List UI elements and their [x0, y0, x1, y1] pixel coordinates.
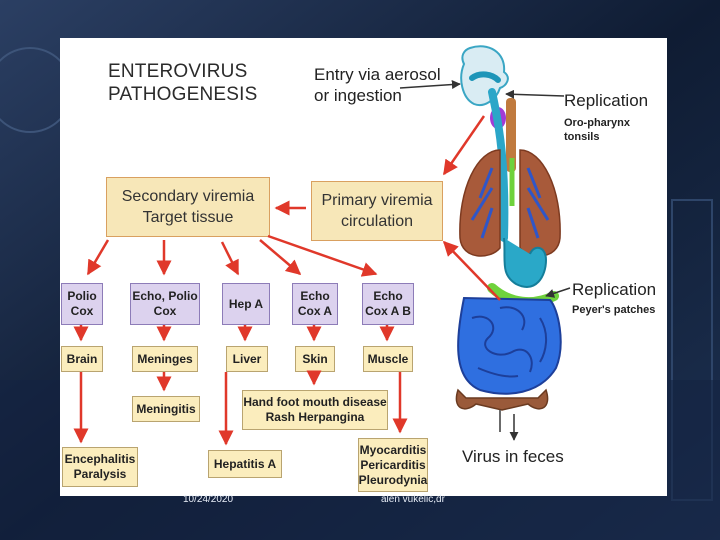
- page-title: ENTEROVIRUS PATHOGENESIS: [108, 61, 258, 105]
- trachea-icon: [506, 98, 516, 172]
- replication-mid-arrow: [545, 287, 571, 298]
- intestines-icon: [457, 296, 562, 395]
- replication-top-arrow: [505, 89, 565, 99]
- head-icon: [460, 45, 509, 106]
- esophagus-icon: [488, 88, 509, 242]
- replication-top-label: Replication: [564, 91, 649, 110]
- virus-box-echo-cox-a: Echo Cox A: [292, 283, 338, 325]
- tissue-box-meninges: Meninges: [132, 346, 198, 372]
- stomach-icon: [503, 237, 548, 288]
- disease-box-meningitis: Meningitis: [132, 396, 200, 422]
- virus-box-echo-cox-ab: Echo Cox A B: [362, 283, 414, 325]
- replication-mid-sub: Peyer's patches: [572, 304, 656, 316]
- replication-mid-label: Replication: [572, 280, 657, 299]
- flow-arrows: [73, 115, 501, 446]
- virus-box-hep-a: Hep A: [222, 283, 270, 325]
- disease-box-hfmd: Hand foot mouth disease Rash Herpangina: [242, 390, 388, 430]
- virus-box-polio-cox: Polio Cox: [61, 283, 103, 325]
- secondary-viremia-box: Secondary viremia Target tissue: [106, 177, 270, 237]
- primary-viremia-box: Primary viremia circulation: [311, 181, 443, 241]
- anatomy-illustration: [73, 45, 571, 446]
- disease-box-encephalitis: Encephalitis Paralysis: [62, 447, 138, 487]
- tissue-box-brain: Brain: [61, 346, 103, 372]
- footer-author: alen vukelić,dr: [381, 494, 445, 505]
- diagram-panel: ENTEROVIRUS PATHOGENESIS Entry via aeros…: [60, 38, 667, 496]
- replication-top-sub: Oro-pharynx tonsils: [564, 117, 631, 143]
- pelvis-icon: [455, 388, 549, 411]
- tissue-box-liver: Liver: [226, 346, 268, 372]
- footer-date: 10/24/2020: [183, 494, 234, 505]
- virus-feces-label: Virus in feces: [462, 447, 564, 466]
- entry-label: Entry via aerosol or ingestion: [314, 65, 441, 105]
- virus-box-echo-polio-cox: Echo, Polio Cox: [130, 283, 200, 325]
- lungs-icon: [459, 149, 561, 257]
- entry-arrow: [399, 80, 461, 90]
- tissue-box-muscle: Muscle: [363, 346, 413, 372]
- disease-box-myocarditis: Myocarditis Pericarditis Pleurodynia: [358, 438, 428, 492]
- disease-box-hepatitis: Hepatitis A: [208, 450, 282, 478]
